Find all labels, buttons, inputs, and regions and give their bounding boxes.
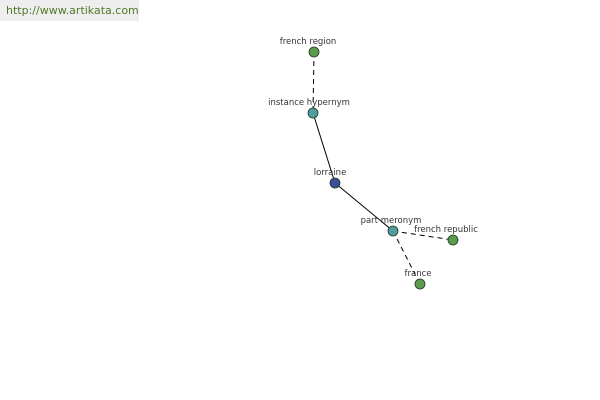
node-dot-lorraine[interactable] <box>329 177 341 189</box>
node-french-republic[interactable]: french republic <box>414 225 478 246</box>
edge-french-region-to-instance-hypernym <box>312 51 315 114</box>
edge-instance-hypernym-to-lorraine <box>312 112 336 184</box>
edge-part-meronym-to-france <box>392 230 421 285</box>
node-label-france: france <box>405 269 432 279</box>
node-label-french-republic: french republic <box>414 225 478 235</box>
node-dot-part-meronym[interactable] <box>387 225 399 237</box>
node-lorraine[interactable]: lorraine <box>314 168 347 189</box>
node-dot-french-republic[interactable] <box>447 234 459 246</box>
node-dot-france[interactable] <box>414 278 426 290</box>
node-label-french-region: french region <box>280 37 337 47</box>
node-france[interactable]: france <box>405 269 432 290</box>
node-label-lorraine: lorraine <box>314 168 347 178</box>
site-url-link[interactable]: http://www.artikata.com <box>6 4 139 17</box>
node-part-meronym[interactable]: part meronym <box>361 216 422 237</box>
edge-part-meronym-to-french-republic <box>392 230 454 241</box>
node-instance-hypernym[interactable]: instance hypernym <box>268 98 350 119</box>
edge-lorraine-to-part-meronym <box>334 182 394 232</box>
node-french-region[interactable]: french region <box>280 37 337 58</box>
url-banner: http://www.artikata.com <box>0 0 139 21</box>
node-label-part-meronym: part meronym <box>361 216 422 226</box>
node-dot-french-region[interactable] <box>308 46 320 58</box>
node-dot-instance-hypernym[interactable] <box>307 107 319 119</box>
node-label-instance-hypernym: instance hypernym <box>268 98 350 108</box>
